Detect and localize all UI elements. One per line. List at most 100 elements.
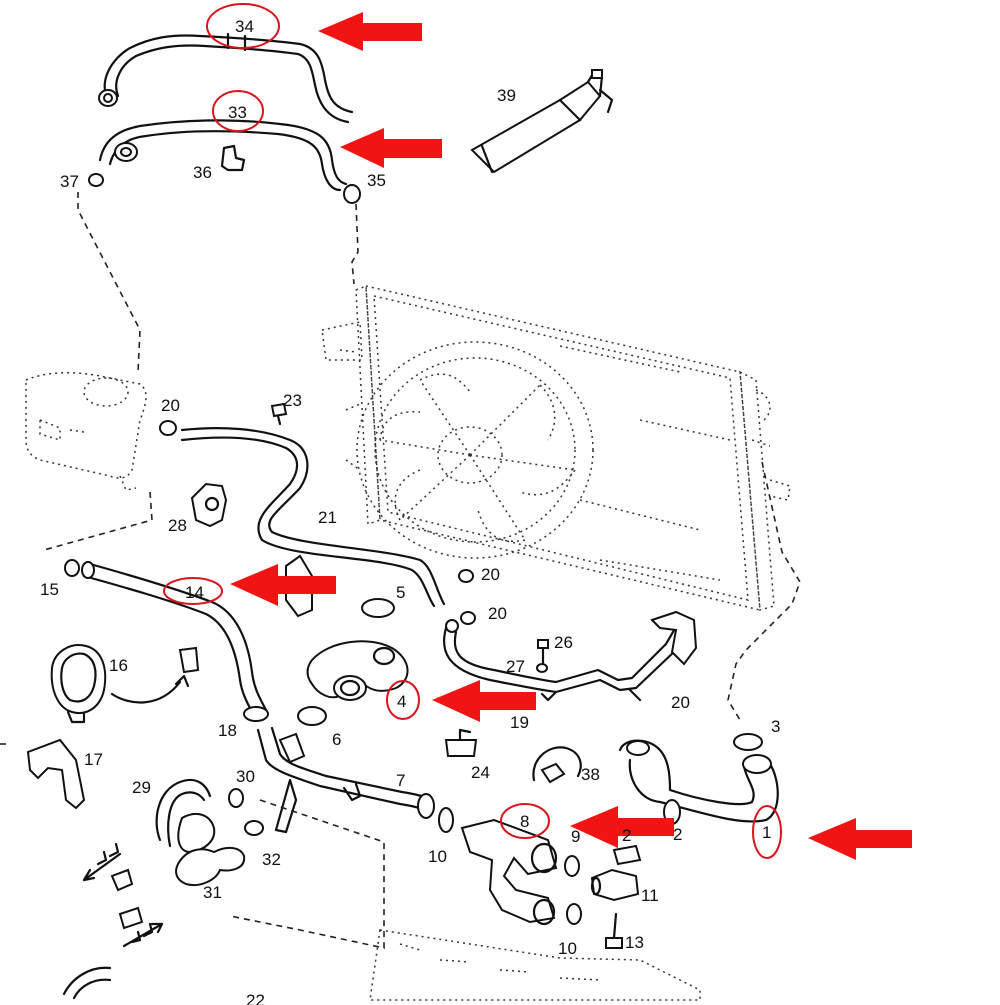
callout-2-b: 2	[673, 825, 682, 844]
clamp-20b	[458, 569, 474, 583]
clamp-20a	[159, 420, 177, 436]
highlight-circle-14	[163, 577, 223, 605]
red-arrow-8	[570, 806, 674, 848]
bolt-26	[537, 639, 549, 666]
gasket-12	[612, 844, 642, 866]
clamp-37	[88, 173, 104, 187]
callout-35: 35	[367, 171, 386, 190]
callout-15: 15	[40, 580, 59, 599]
callout-37: 37	[60, 172, 79, 191]
callout-26: 26	[554, 633, 573, 652]
callout-17: 17	[84, 750, 103, 769]
washer-27	[536, 663, 548, 673]
red-arrow-4	[432, 680, 536, 722]
hose-4	[306, 640, 409, 701]
housing-16	[50, 644, 107, 724]
callout-8: 8	[520, 812, 529, 831]
assembly-arrow-16	[110, 680, 182, 704]
bracket-17	[26, 738, 86, 810]
clamp-20c	[460, 611, 476, 625]
callout-20-b: 20	[481, 565, 500, 584]
hose-21	[180, 427, 446, 608]
highlight-circle-8	[500, 803, 550, 839]
assembly-arrowhead-16	[174, 674, 190, 688]
sleeve-a	[110, 868, 134, 892]
red-arrow-33	[340, 128, 442, 168]
hose-1	[618, 739, 779, 823]
clamp-32	[244, 820, 264, 836]
bracket-24	[444, 728, 478, 757]
clamp-10a	[438, 807, 454, 833]
clamp-5	[361, 598, 395, 618]
part-39-sensor	[470, 69, 614, 174]
clamp-15	[64, 559, 80, 577]
clamp-35	[343, 184, 361, 204]
callout-36: 36	[193, 163, 212, 182]
callout-18: 18	[218, 721, 237, 740]
callout-31: 31	[203, 883, 222, 902]
callout-10-a: 10	[428, 847, 447, 866]
callout-5: 5	[396, 583, 405, 602]
callout-19: 19	[510, 713, 529, 732]
callout-23: 23	[283, 391, 302, 410]
dashed-line-7	[229, 799, 385, 949]
callout-9: 9	[571, 827, 580, 846]
hose-29	[155, 778, 216, 854]
highlight-circle-33	[212, 90, 264, 132]
red-arrow-34	[318, 12, 422, 51]
clamp-9	[564, 855, 580, 877]
callout-7: 7	[396, 771, 405, 790]
hose-34	[98, 32, 354, 124]
bolt-23	[270, 402, 288, 426]
clamp-6	[297, 706, 327, 726]
callout-13: 13	[625, 933, 644, 952]
callout-27: 27	[506, 657, 525, 676]
flow-arrows	[82, 842, 164, 948]
clamp-10b	[566, 903, 582, 925]
callout-14: 14	[185, 583, 204, 602]
callout-24: 24	[471, 763, 490, 782]
radiator-assembly	[321, 284, 791, 611]
callout-11: 11	[641, 886, 659, 905]
fitting-31	[175, 846, 246, 886]
engine-block	[369, 929, 701, 1001]
bolt-13	[605, 912, 623, 949]
clamp-30	[228, 788, 244, 808]
callout-29: 29	[132, 778, 151, 797]
hose-33	[98, 119, 348, 192]
callout-21: 21	[318, 508, 337, 527]
hose-22	[62, 966, 112, 1000]
callout-33: 33	[228, 103, 247, 122]
fitting-11	[590, 868, 640, 902]
clip-16b	[178, 646, 200, 674]
callout-20-d: 20	[671, 693, 690, 712]
callout-20-c: 20	[488, 604, 507, 623]
callout-4: 4	[397, 692, 406, 711]
callout-22: 22	[246, 991, 265, 1005]
callout-1: 1	[762, 823, 771, 842]
expansion-tank	[25, 371, 147, 491]
bracket-28	[190, 482, 228, 528]
highlight-circle-1	[752, 805, 782, 859]
callout-20-a: 20	[161, 396, 180, 415]
red-arrow-14	[230, 564, 336, 606]
clamp-3	[733, 733, 763, 751]
bracket-7	[274, 778, 298, 834]
callout-16: 16	[109, 656, 128, 675]
callout-38: 38	[581, 765, 600, 784]
callout-28: 28	[168, 516, 187, 535]
sleeve-b	[118, 906, 144, 930]
callout-32: 32	[262, 850, 281, 869]
clamp-18	[243, 706, 269, 722]
pipe-7	[256, 726, 435, 819]
callout-10-b: 10	[558, 939, 577, 958]
highlight-circle-34	[206, 3, 280, 49]
red-arrow-1	[808, 818, 912, 860]
tpipe-8	[460, 818, 558, 926]
callout-3: 3	[771, 717, 780, 736]
clip-36	[220, 144, 246, 172]
callout-30: 30	[236, 767, 255, 786]
pipe-19	[442, 610, 698, 702]
